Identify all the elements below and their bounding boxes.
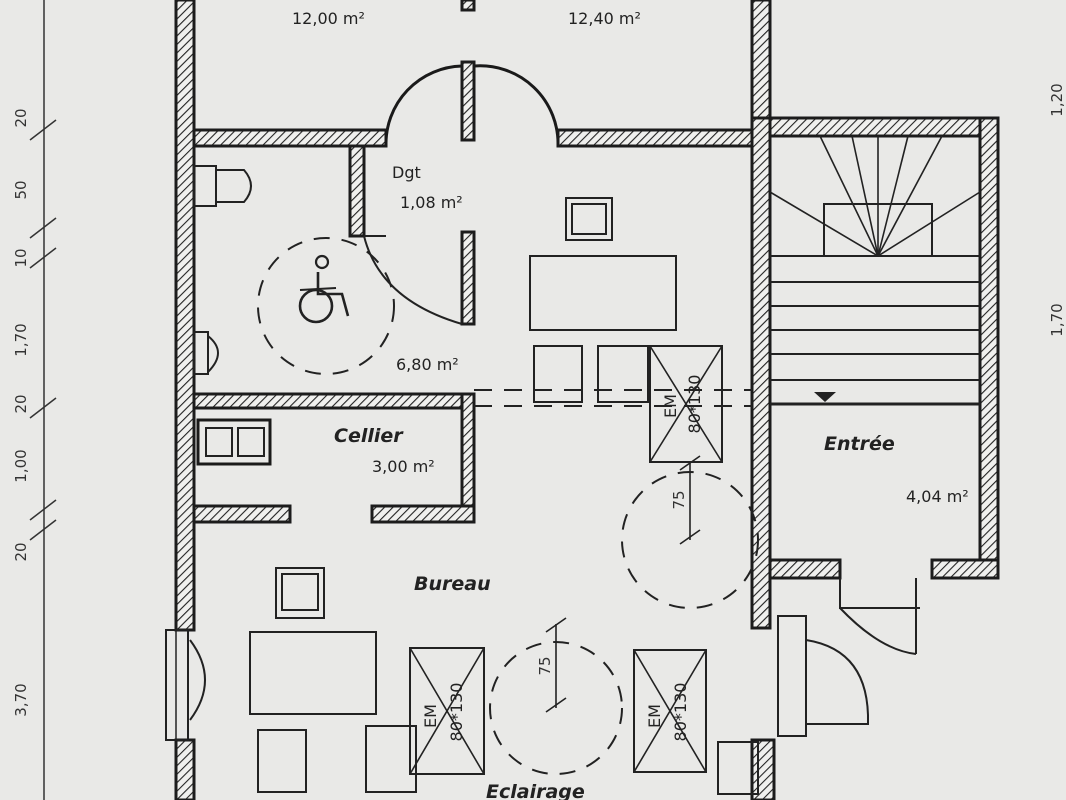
room-top-right-area: 12,40 m²	[568, 9, 641, 28]
em-size-3: 80*130	[671, 683, 690, 742]
dim-left-1: 20	[12, 108, 30, 127]
dim-left-3: 10	[12, 248, 30, 267]
dim-right-1: 1,20	[1048, 83, 1066, 116]
room-top-left-area: 12,00 m²	[292, 9, 365, 28]
clearance-circle-2: 75	[489, 617, 623, 775]
wc-fixtures	[193, 165, 252, 375]
em-unit-1: EM 80*130	[649, 345, 723, 463]
dim-left-8: 3,70	[12, 683, 30, 716]
room-dgt-name: Dgt	[392, 163, 421, 182]
room-bureau-name: Bureau	[414, 573, 491, 595]
cellier-fixture	[196, 418, 272, 466]
walls	[174, 0, 1000, 800]
em-size-2: 80*130	[447, 683, 466, 742]
dim-left-4: 1,70	[12, 323, 30, 356]
left-dimension-line: 20 50 10 1,70 20 1,00 20 3,70	[12, 0, 57, 800]
room-cellier-name: Cellier	[334, 425, 404, 447]
clearance-label-1: 75	[670, 490, 688, 509]
dim-left-5: 20	[12, 394, 30, 413]
em-unit-2: EM 80*130	[409, 647, 485, 775]
em-label-1: EM	[661, 394, 680, 418]
em-unit-3: EM 80*130	[633, 649, 707, 773]
room-dgt-area: 1,08 m²	[400, 193, 463, 212]
room-cellier-area: 3,00 m²	[372, 457, 435, 476]
staircase	[769, 135, 981, 406]
room-entree-name: Entrée	[824, 433, 895, 455]
section-line	[474, 389, 752, 407]
em-size-1: 80*130	[685, 375, 704, 434]
room-wc-area: 6,80 m²	[396, 355, 459, 374]
dim-left-2: 50	[12, 180, 30, 199]
dim-left-6: 1,00	[12, 449, 30, 482]
dim-right-2: 1,70	[1048, 303, 1066, 336]
room-eclairage-name: Eclairage	[486, 781, 585, 800]
room-entree-area: 4,04 m²	[906, 487, 969, 506]
wheelchair-icon	[298, 254, 350, 324]
em-label-2: EM	[421, 704, 440, 728]
accessibility-circle	[257, 237, 395, 375]
em-label-3: EM	[645, 704, 664, 728]
clearance-circle-1: 75	[621, 455, 759, 609]
clearance-label-2: 75	[536, 656, 554, 675]
room-labels: 12,00 m² 12,40 m² Dgt 1,08 m² 6,80 m² Ce…	[292, 9, 969, 800]
dim-left-7: 20	[12, 542, 30, 561]
left-window	[165, 629, 206, 741]
doors	[363, 64, 920, 737]
right-dimension-line: 1,20 1,70	[1048, 83, 1066, 336]
furniture	[249, 197, 759, 795]
